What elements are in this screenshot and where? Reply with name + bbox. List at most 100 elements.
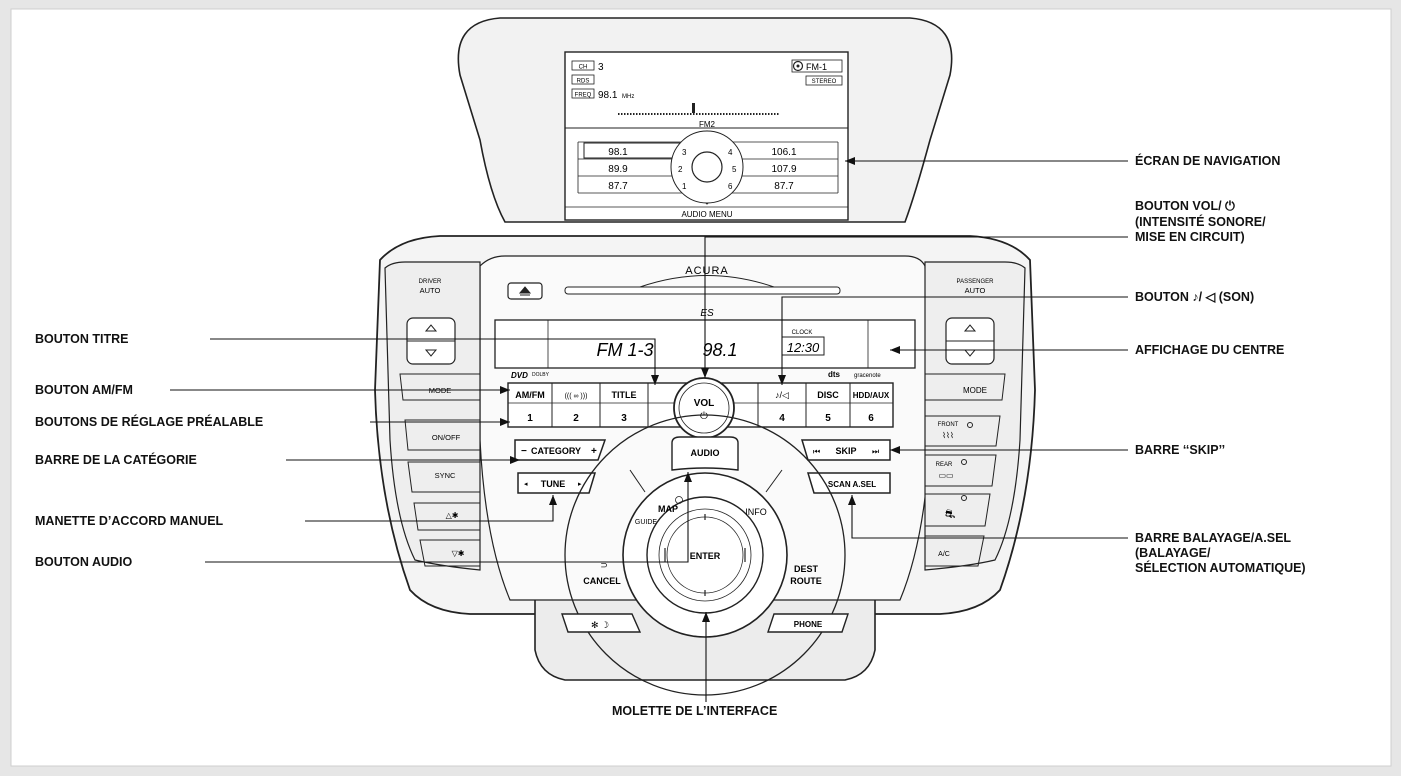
skip-forward-icon: ⏭ [872,447,879,456]
audio-button[interactable] [671,436,739,471]
recirc-button[interactable] [924,493,991,527]
band-label: FM-1 [806,62,827,72]
skip-bar[interactable] [800,439,891,461]
title-button-label[interactable]: TITLE [612,390,637,400]
tune-bar-label: TUNE [541,479,566,489]
front-defrost-button[interactable] [924,415,1001,447]
route-button-label[interactable]: ROUTE [790,576,822,586]
preset-6-label[interactable]: 6 [868,413,874,424]
phone-button-label: PHONE [794,620,823,629]
stereo-box [805,75,843,86]
preset-2-label[interactable]: 2 [573,413,579,424]
ch-tag-box [571,60,595,71]
category-minus-icon: − [521,446,527,457]
dest-button-label[interactable]: DEST [794,564,819,574]
preset-5-label[interactable]: 5 [825,413,831,424]
leader-balayage [851,495,1128,539]
sync-button[interactable] [407,461,481,493]
preset-freq-2: 89.9 [608,164,628,175]
enter-button-label[interactable]: ENTER [690,551,721,561]
arrow-categorie [510,456,520,464]
arrow-son [778,375,786,385]
fan-onoff-button[interactable] [404,419,481,451]
info-button-label[interactable]: INFO [745,507,767,517]
map-info-divider [629,469,646,493]
preset-4-label[interactable]: 4 [779,413,785,424]
preset-freq-4: 106.1 [771,147,796,158]
preset-num-3: 3 [682,148,687,157]
eject-icon [518,286,532,296]
sound-button-label[interactable]: ♪/◁ [775,390,789,400]
interface-dial[interactable] [646,496,764,614]
scan-bar-label: SCAN A.SEL [828,480,876,489]
audio-menu-label: AUDIO MENU [681,210,732,219]
leader-son [781,296,1128,385]
label-barre-balayage-3: SÉLECTION AUTOMATIQUE) [1135,561,1306,575]
navigation-screen: CH 3 RDS FREQ 98.1 MHz FM-1 STEREO FM2 9… [457,17,953,223]
label-bouton-vol-3: MISE EN CIRCUIT) [1135,230,1245,244]
band-box [791,59,843,73]
passenger-auto: AUTO [965,286,986,295]
disc-slot-arc [639,275,775,288]
right-mode-label: MODE [963,386,987,395]
tune-bar[interactable] [517,472,597,494]
map-button-label[interactable]: MAP [658,504,678,514]
dts-logo: dts [828,370,841,379]
hddaux-button-label[interactable]: HDD/AUX [853,391,890,400]
surround-button-label[interactable]: ((( ∞ ))) [565,393,588,400]
center-display-freq: 98.1 [702,340,737,360]
gracenote-logo: gracenote [854,373,881,379]
disc-button-label[interactable]: DISC [817,390,839,400]
rear-defrost-button[interactable] [924,454,997,487]
preset-num-5: 5 [732,165,737,174]
interface-dial-inner [658,508,752,602]
info-dest-divider [765,469,783,493]
tune-right-icon: ▸ [578,481,582,488]
driver-auto: AUTO [420,286,441,295]
category-bar[interactable] [514,439,607,461]
arrow-vol [701,368,709,378]
left-mode-button[interactable] [399,373,481,401]
sync-label: SYNC [435,471,456,480]
preset-num-1: 1 [682,182,687,191]
label-barre-balayage-1: BARRE BALAYAGE/A.SEL [1135,531,1292,545]
amfm-button-label[interactable]: AM/FM [515,390,545,400]
arrow-reglage [500,418,510,426]
arrow-skip [890,446,900,454]
tuning-marker [692,103,695,113]
driver-temp-down-icon [424,349,438,357]
right-mode-button[interactable] [924,373,1006,401]
preset-freq-1: 87.7 [608,181,628,192]
passenger-temp-up-icon [963,324,977,332]
guide-button-label[interactable]: GUIDE [635,519,658,526]
clock-tag: CLOCK [792,330,813,336]
preset-3-label[interactable]: 3 [621,413,627,424]
cancel-button-label[interactable]: CANCEL [583,576,621,586]
label-bouton-vol-1: BOUTON VOL/ ⏻ [1135,199,1235,213]
day-night-button[interactable] [561,613,642,633]
skip-back-icon: ⏮ [813,447,820,456]
preset-group: FM2 [699,120,716,129]
band-icon [792,60,804,72]
label-affichage-centre: AFFICHAGE DU CENTRE [1135,343,1285,357]
tune-left-icon: ◂ [524,481,528,488]
front-defrost-label: FRONT [938,422,959,428]
fan-down-button[interactable] [419,539,481,567]
phone-button[interactable] [767,613,849,633]
disc-slot [564,286,841,295]
arrow-amfm [500,386,510,394]
preset-1-label[interactable]: 1 [527,413,533,424]
es-mark: ES [700,308,714,319]
ac-button[interactable] [924,535,985,567]
front-defrost-icon: ⌇⌇⌇ [942,431,954,440]
preset-num-2: 2 [678,165,683,174]
recirc-led [961,495,967,501]
leader-vol [704,236,1128,378]
rds-tag-box [571,74,595,85]
callout-lines [170,160,1128,702]
day-night-icon: ✻ ☽ [591,620,609,630]
label-bouton-audio: BOUTON AUDIO [35,555,133,569]
driver-label: DRIVER [419,279,442,285]
brand-logo: ACURA [685,265,729,277]
